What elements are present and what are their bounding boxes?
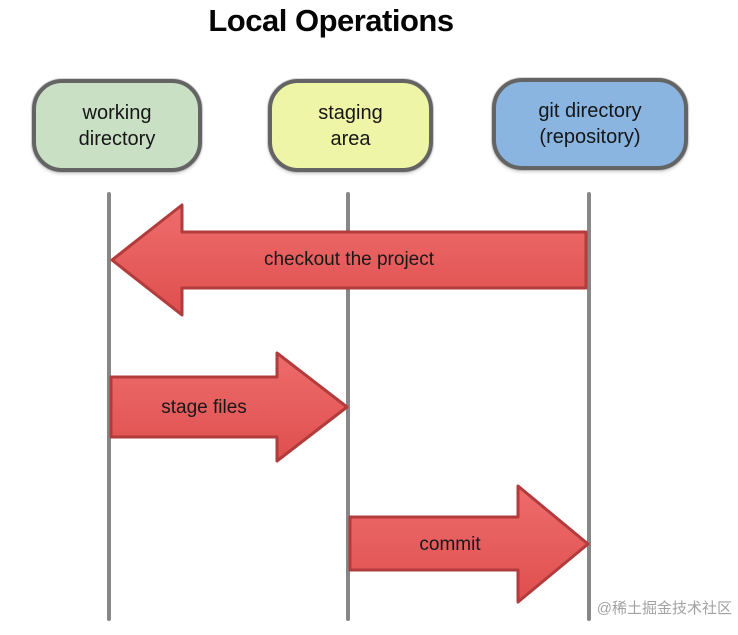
arrow-commit-right-icon — [348, 484, 590, 604]
node-staging-area-label-line1: staging — [318, 101, 383, 124]
lifeline-git-directory — [587, 192, 591, 621]
node-staging-area-label-line2: area — [330, 127, 371, 150]
watermark: @稀土掘金技术社区 — [596, 600, 732, 617]
arrow-stage-files-shape — [109, 351, 349, 463]
lifeline-working-directory — [107, 192, 111, 621]
diagram-title: Local Operations — [208, 3, 454, 38]
arrow-commit-shape — [348, 484, 590, 604]
arrow-checkout-shape — [110, 203, 588, 317]
arrow-stage-files-right-icon — [109, 351, 349, 463]
node-git-directory-label-line2: (repository) — [539, 126, 641, 148]
arrow-checkout-left-icon — [110, 203, 588, 317]
node-working-directory-label-line2: directory — [78, 127, 156, 150]
node-git-directory-label-line1: git directory — [538, 100, 642, 122]
node-git-directory: git directory (repository) — [492, 78, 688, 170]
node-staging-area: staging area — [268, 79, 433, 172]
node-working-directory: working directory — [32, 79, 202, 172]
node-working-directory-label-line1: working — [82, 101, 152, 124]
